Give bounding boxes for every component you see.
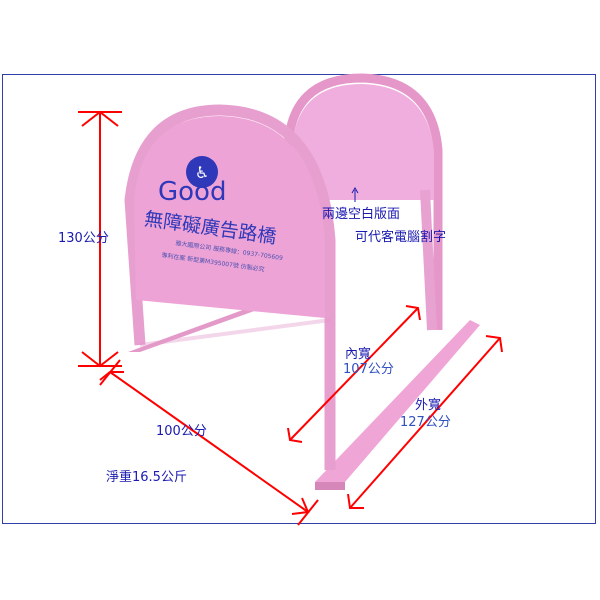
note-line1: 兩邊空白版面 — [322, 207, 401, 222]
wheelchair-glyph: ♿ — [195, 163, 209, 182]
base-bars — [128, 300, 480, 490]
note-line2: 可代客電腦割字 — [355, 230, 447, 245]
inner-width-arrow — [289, 307, 419, 441]
sign-brand: Good — [158, 177, 227, 207]
length-label: 100公分 — [156, 424, 207, 439]
outer-width-arrow — [349, 337, 501, 509]
outer-width-value: 127公分 — [400, 415, 451, 430]
inner-width-value: 107公分 — [343, 362, 394, 377]
wheelchair-icon — [186, 156, 218, 188]
inner-width-title: 內寬 — [345, 347, 372, 362]
net-weight-label: 淨重16.5公斤 — [106, 470, 187, 485]
outer-width-title: 外寬 — [415, 398, 442, 413]
dimension-arrows — [78, 110, 503, 526]
height-label: 130公分 — [58, 231, 109, 246]
length-arrow — [109, 371, 309, 513]
front-arch-frame: ♿ — [124, 104, 336, 470]
